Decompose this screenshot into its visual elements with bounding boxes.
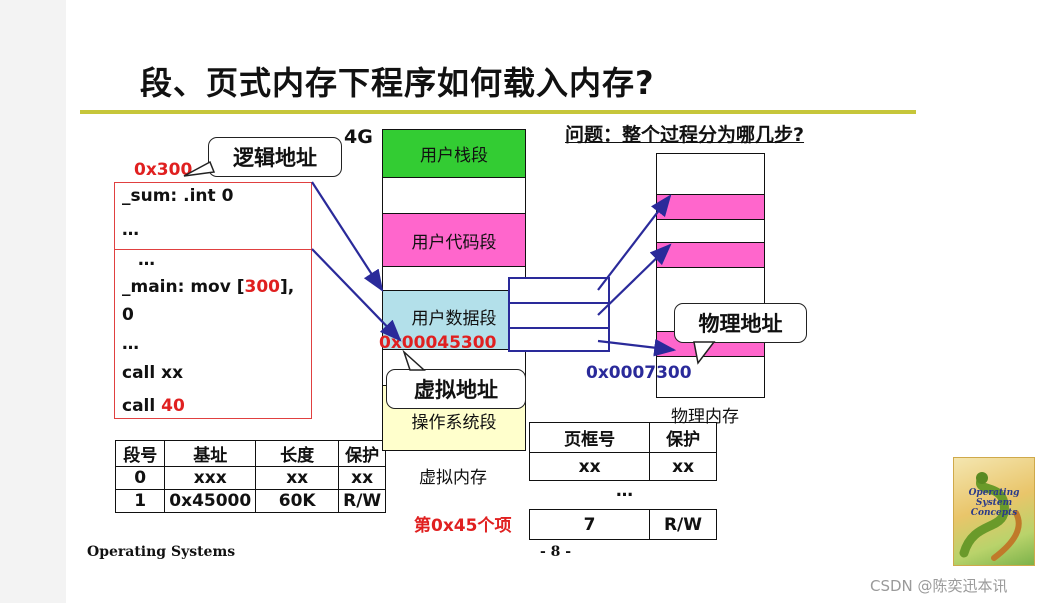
segment-table-header: 段号 基址 长度 保护 (114, 440, 386, 467)
code-line-dots-3: … (122, 334, 139, 354)
segment-table-cell: 0x45000 (164, 489, 257, 513)
code-call-prefix: call (122, 396, 162, 416)
segment-table-header-cell: 长度 (255, 440, 340, 467)
page-table-divider (510, 327, 608, 329)
segment-table-header-cell: 保护 (338, 440, 386, 467)
logical-address-bubble: 逻辑地址 (208, 137, 342, 177)
code-line-call-xx: call xx (122, 363, 184, 383)
virtual-bubble-tail (402, 350, 426, 371)
arrow-page-to-frame-2 (597, 243, 672, 316)
title-rule (80, 110, 916, 114)
page-frame-header-cell: 页框号 (528, 422, 651, 453)
segment-user-code: 用户代码段 (382, 213, 526, 267)
table-row: 1 0x45000 60K R/W (114, 489, 386, 513)
physical-frame (657, 194, 764, 220)
logical-bubble-tail (183, 160, 216, 177)
code-main-prefix: _main: mov [ (122, 277, 245, 297)
code-line-sum: _sum: .int 0 (122, 186, 234, 206)
code-main-addr: 300 (244, 277, 281, 297)
arrow-main-to-data (311, 248, 402, 342)
question-text: 问题：整个过程分为哪几步? (565, 124, 805, 146)
virtual-memory-caption: 虚拟内存 (419, 468, 487, 488)
segment-os-label: 操作系统段 (411, 412, 497, 433)
code-line-dots-2: … (138, 250, 155, 270)
book-cover-art (959, 472, 1022, 561)
code-line-dots-1: … (122, 220, 139, 240)
page-frame-table-header: 页框号 保护 (528, 422, 717, 453)
logical-address-bubble-text: 逻辑地址 (233, 146, 317, 170)
physical-bubble-tail (693, 341, 716, 365)
physical-memory-caption: 物理内存 (671, 407, 739, 427)
page-number: - 8 - (540, 544, 572, 560)
footer-left: Operating Systems (87, 544, 236, 560)
segment-table-header-cell: 基址 (164, 440, 257, 467)
code-line-main: _main: mov [300], (122, 277, 294, 297)
code-box-main (114, 249, 312, 419)
page-frame-cell: xx (528, 452, 651, 481)
segment-gap-2 (382, 266, 526, 291)
segment-table-cell: 1 (114, 489, 166, 513)
code-line-zero: 0 (122, 305, 134, 325)
segment-user-stack: 用户栈段 (382, 129, 526, 178)
virtual-address: 0x00045300 (379, 333, 497, 353)
virtual-address-bubble-text: 虚拟地址 (414, 378, 498, 402)
physical-address: 0x0007300 (586, 363, 692, 383)
entry-note: 第0x45个项 (414, 516, 512, 536)
page-frame-table: 页框号 保护 xx xx (528, 422, 717, 481)
code-main-suffix: ], (280, 277, 295, 297)
virtual-memory-top-label: 4G (344, 126, 373, 148)
arrow-page-to-frame-3 (597, 338, 677, 357)
segment-table-cell: R/W (338, 489, 386, 513)
physical-address-bubble: 物理地址 (674, 303, 807, 343)
segment-table: 段号 基址 长度 保护 0 xxx xx xx 1 0x45000 60K R/… (114, 440, 386, 513)
page-frame-cell: R/W (649, 509, 717, 540)
book-cover-image: Operating System Concepts (953, 457, 1035, 566)
physical-memory (656, 153, 765, 398)
book-cover-title: Operating System Concepts (968, 488, 1020, 518)
logical-address: 0x300 (134, 160, 193, 180)
segment-user-data-label: 用户数据段 (411, 308, 497, 329)
segment-table-cell: 60K (255, 489, 340, 513)
watermark: CSDN @陈奕迅本讯 (870, 577, 1008, 595)
segment-table-cell: 0 (114, 466, 166, 490)
table-row: xx xx (528, 452, 717, 481)
slide-title: 段、页式内存下程序如何载入内存? (140, 64, 655, 102)
code-call-num: 40 (161, 396, 185, 416)
page-table-divider (510, 302, 608, 304)
arrow-page-to-frame-1 (597, 194, 672, 291)
page-frame-dots: … (616, 481, 633, 501)
arrow-sum-to-data (311, 181, 384, 292)
code-line-call-40: call 40 (122, 396, 185, 416)
physical-address-bubble-text: 物理地址 (698, 312, 783, 336)
segment-table-cell: xx (255, 466, 340, 490)
virtual-address-bubble: 虚拟地址 (386, 369, 526, 409)
page-table-block (508, 277, 610, 352)
physical-frame (657, 242, 764, 268)
page-frame-cell: 7 (529, 509, 650, 540)
page-frame-header-cell: 保护 (649, 422, 717, 453)
page-frame-cell: xx (649, 452, 717, 481)
